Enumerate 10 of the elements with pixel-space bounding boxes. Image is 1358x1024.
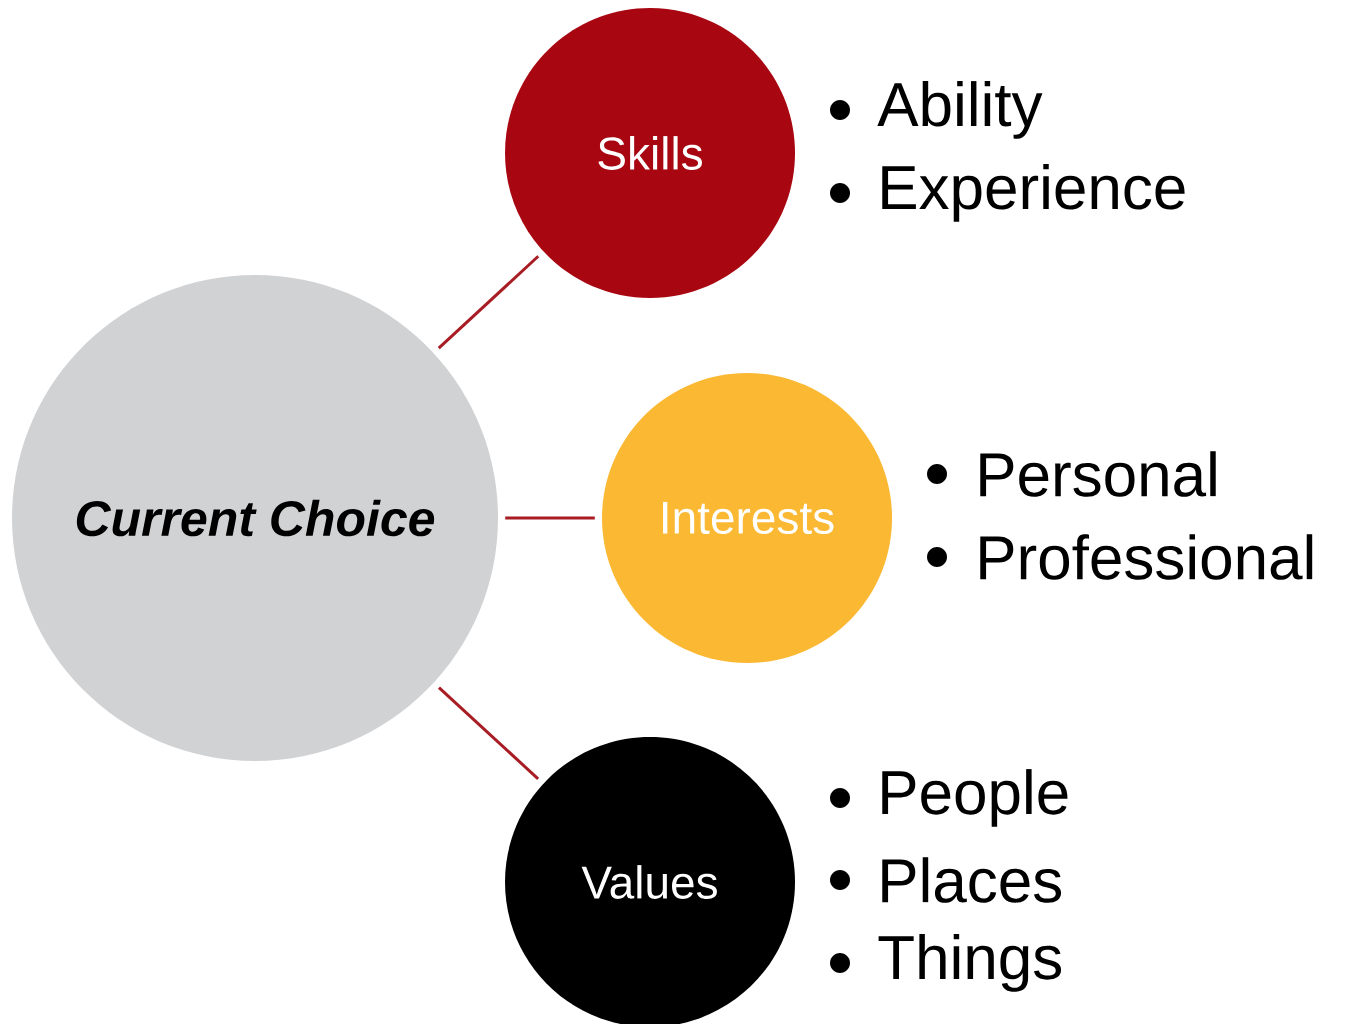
bullet-item: Places: [830, 857, 1062, 903]
bullet-item: Professional: [927, 534, 1313, 580]
bullet-item: Ability: [830, 81, 1043, 139]
bullet-item: Experience: [830, 164, 1185, 222]
bullet-item: Personal: [927, 451, 1216, 497]
connector-line: [437, 255, 540, 350]
bullet-item: People: [830, 769, 1068, 827]
connector-line: [505, 516, 595, 520]
bullet-item: Things: [830, 934, 1062, 992]
connector-line: [437, 686, 540, 780]
